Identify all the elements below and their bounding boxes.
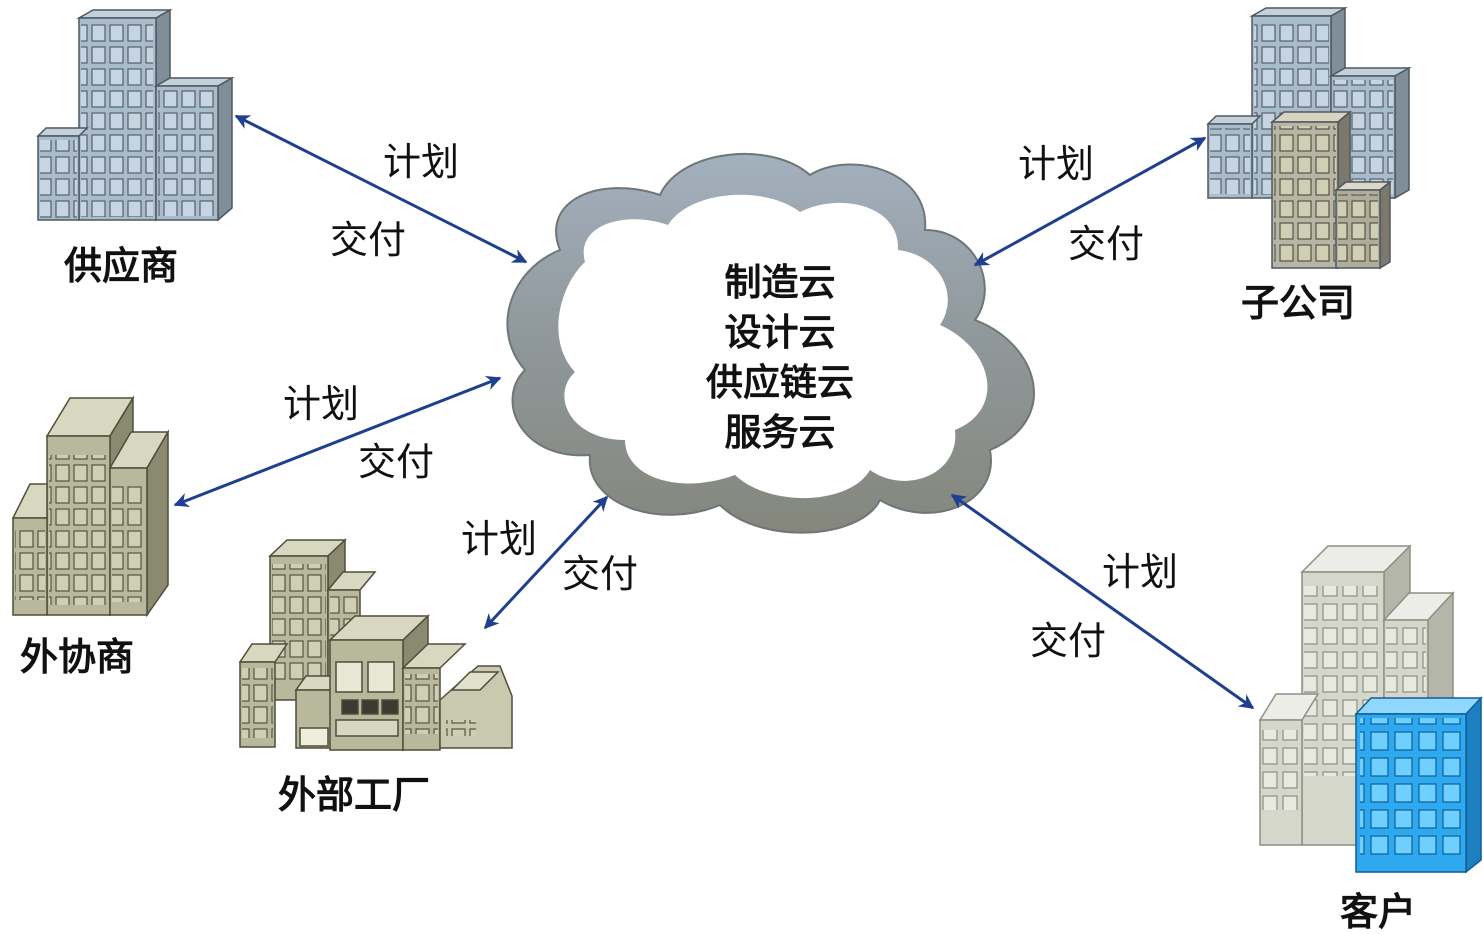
supplier-delivery-label: 交付 <box>330 218 407 262</box>
subsidiary-label: 子公司 <box>1241 281 1356 325</box>
customer-building-icon <box>1258 544 1483 874</box>
external-factory-plan-label: 计划 <box>461 517 538 561</box>
supplier-plan-label: 计划 <box>383 140 460 184</box>
external-factory-delivery-label: 交付 <box>562 552 639 596</box>
customer-plan-label: 计划 <box>1102 550 1179 594</box>
arrow-supplier <box>234 114 528 264</box>
subsidiary-delivery-label: 交付 <box>1068 222 1145 266</box>
supplier-building-icon <box>36 8 235 222</box>
cloud-service-supply-chain: 供应链云 <box>706 361 854 404</box>
outsourcer-delivery-label: 交付 <box>358 440 435 484</box>
outsourcer-building-icon <box>11 395 170 618</box>
cloud-service-design: 设计云 <box>724 311 836 354</box>
subsidiary-building-icon <box>1206 6 1412 270</box>
arrow-customer <box>950 493 1255 710</box>
customer-delivery-label: 交付 <box>1030 619 1107 663</box>
arrow-subsidiary <box>973 136 1207 267</box>
outsourcer-label: 外协商 <box>20 635 135 679</box>
cloud-services-list: 制造云 设计云 供应链云 服务云 <box>660 258 900 458</box>
supplier-label: 供应商 <box>64 244 179 288</box>
external-factory-building-icon <box>238 538 513 752</box>
outsourcer-plan-label: 计划 <box>283 382 360 426</box>
arrow-external-factory <box>483 495 609 630</box>
cloud-service-service: 服务云 <box>724 411 836 454</box>
customer-label: 客户 <box>1340 890 1417 934</box>
subsidiary-plan-label: 计划 <box>1018 142 1095 186</box>
cloud-shape <box>506 153 1035 534</box>
external-factory-label: 外部工厂 <box>278 773 431 817</box>
arrow-outsourcer <box>173 375 502 508</box>
cloud-service-manufacturing: 制造云 <box>724 261 836 304</box>
